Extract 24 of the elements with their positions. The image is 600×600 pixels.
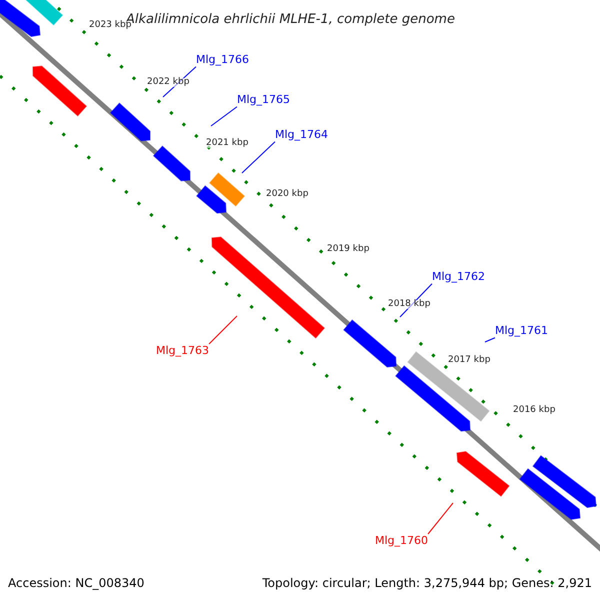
gene-label: Mlg_1762 bbox=[432, 270, 486, 284]
leader-line bbox=[162, 66, 196, 98]
tick-label: 2021 kbp bbox=[206, 139, 248, 148]
leader-line bbox=[400, 283, 432, 318]
gene-label: Mlg_1761 bbox=[495, 324, 548, 338]
tick-label: 2019 kbp bbox=[327, 245, 370, 254]
leader-line bbox=[208, 316, 238, 344]
gene-label: Mlg_1763 bbox=[156, 344, 210, 358]
tick-label: 2022 kbp bbox=[147, 78, 190, 87]
footer-text: Accession: NC_008340 bbox=[8, 575, 144, 592]
tick-label: 2023 kbp bbox=[89, 21, 132, 30]
tick-label: 2020 kbp bbox=[266, 190, 308, 199]
gene-label: Mlg_1760 bbox=[375, 534, 428, 548]
leader-line bbox=[210, 106, 238, 126]
leader-line bbox=[484, 337, 496, 342]
leader-line bbox=[428, 502, 454, 534]
footer-text: Topology: circular; Length: 3,275,944 bp; Genes: 2,921 bbox=[262, 575, 592, 592]
gene-label: Mlg_1764 bbox=[275, 128, 328, 142]
tick-label: 2017 kbp bbox=[448, 356, 490, 365]
tick-label: 2018 kbp bbox=[388, 300, 430, 309]
leader-line bbox=[242, 141, 276, 174]
tick-label: 2016 kbp bbox=[513, 406, 556, 415]
gene-label: Mlg_1765 bbox=[237, 93, 290, 107]
gene-label: Mlg_1766 bbox=[196, 53, 250, 67]
